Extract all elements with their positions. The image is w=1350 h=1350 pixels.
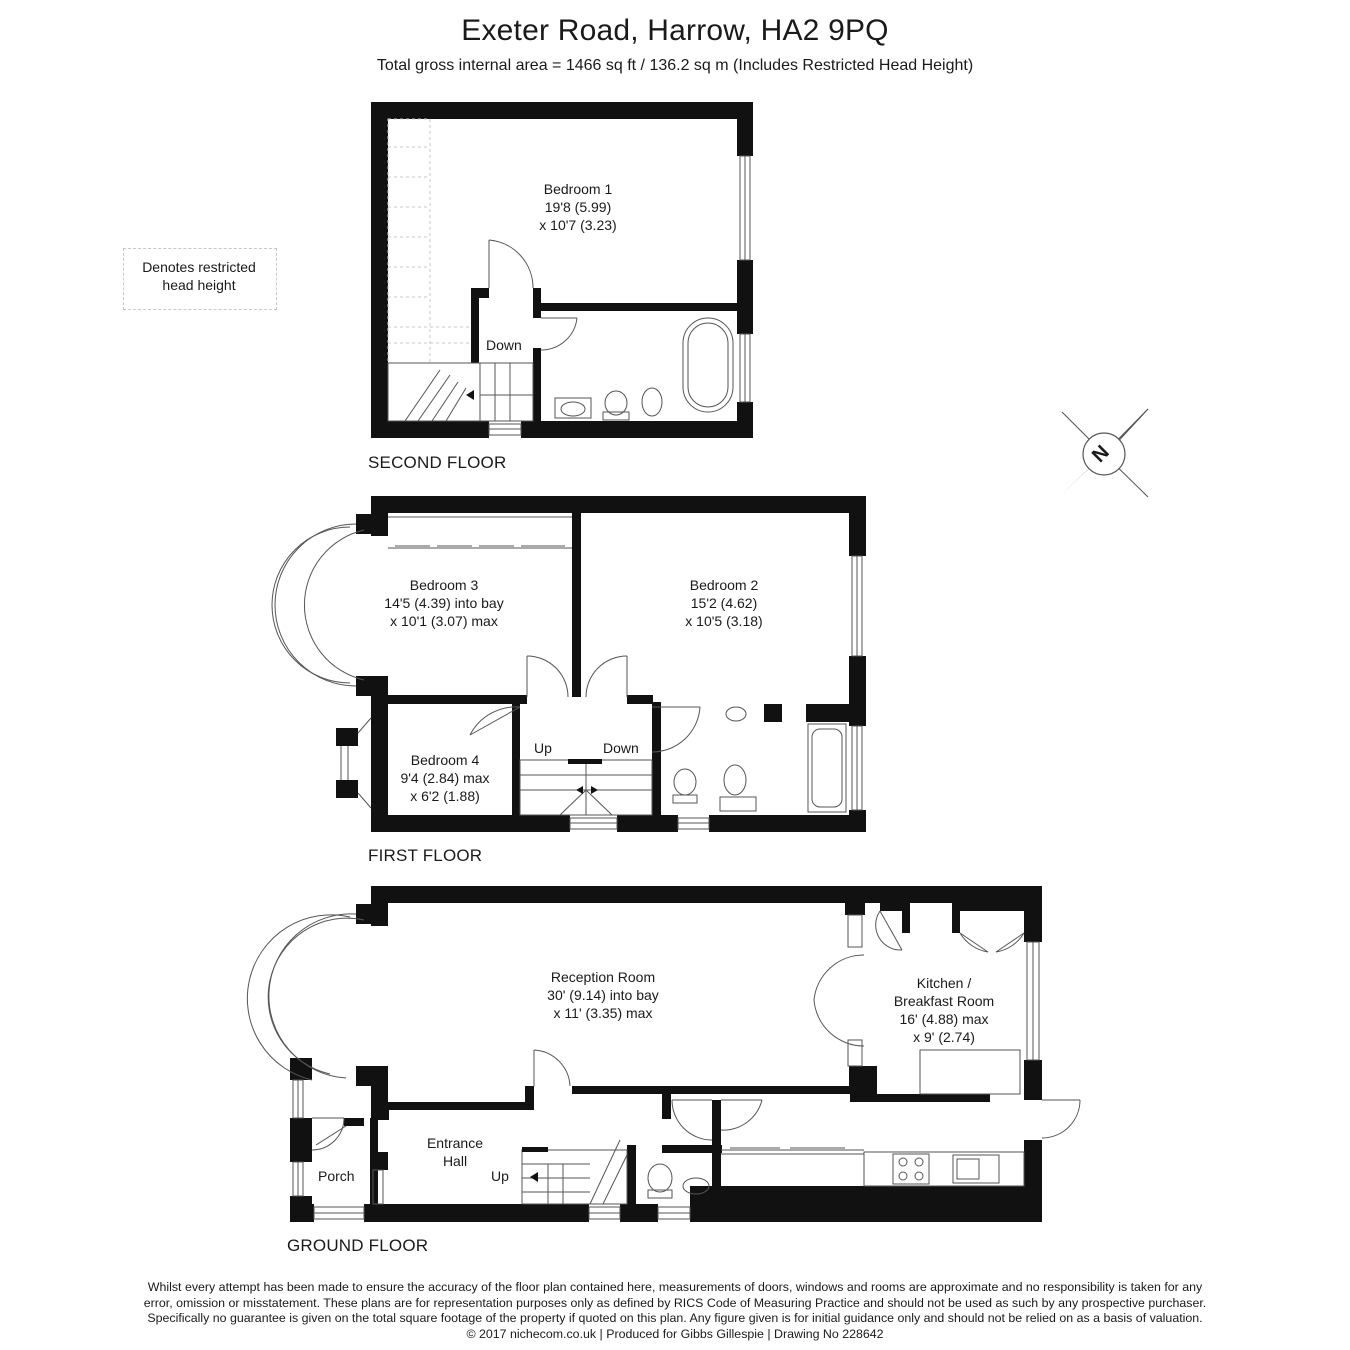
room-dimension: x 6'2 (1.88) <box>410 788 480 804</box>
area-subtitle: Total gross internal area = 1466 sq ft /… <box>376 57 974 74</box>
room-dimension: 15'2 (4.62) <box>690 595 758 611</box>
room-bedroom-4: Bedroom 4 9'4 (2.84) max x 6'2 (1.88) <box>380 751 510 805</box>
floor-label-second: SECOND FLOOR <box>368 453 507 472</box>
floor-label-first: FIRST FLOOR <box>368 846 483 865</box>
page-title: Exeter Road, Harrow, HA2 9PQ <box>461 14 889 47</box>
room-bedroom-2: Bedroom 2 15'2 (4.62) x 10'5 (3.18) <box>649 576 799 630</box>
restricted-height-legend: Denotes restricted head height <box>123 258 275 294</box>
north-compass-icon <box>1060 408 1149 498</box>
ground-floor-plan <box>290 886 1042 1222</box>
legend-line-2: head height <box>162 277 236 293</box>
room-name: Bedroom 4 <box>410 752 480 768</box>
second-floor-stair-arrow <box>466 390 474 400</box>
disclaimer-line: error, omission or misstatement. These p… <box>143 1295 1207 1310</box>
room-bedroom-3: Bedroom 3 14'5 (4.39) into bay x 10'1 (3… <box>364 576 524 630</box>
room-name: Bedroom 1 <box>543 181 613 197</box>
room-dimension: x 11' (3.35) max <box>553 1005 653 1021</box>
room-dimension: 14'5 (4.39) into bay <box>384 595 504 611</box>
first-floor-stair-bar <box>568 759 602 794</box>
room-entrance-hall: Entrance Hall <box>415 1134 495 1170</box>
room-dimension: x 9' (2.74) <box>913 1029 975 1045</box>
room-porch: Porch <box>318 1168 355 1184</box>
room-name: Breakfast Room <box>893 993 995 1009</box>
restricted-height-legend-box <box>123 248 277 310</box>
room-dimension: x 10'5 (3.18) <box>685 613 763 629</box>
room-name: Reception Room <box>550 969 656 985</box>
copyright-line: © 2017 nichecom.co.uk | Produced for Gib… <box>466 1326 884 1341</box>
stair-up-label: Up <box>534 740 552 756</box>
room-dimension: x 10'7 (3.23) <box>539 217 617 233</box>
room-dimension: 16' (4.88) max <box>899 1011 989 1027</box>
room-name: Kitchen / <box>916 975 972 991</box>
stair-up-label: Up <box>491 1168 509 1184</box>
disclaimer-line: Specifically no guarantee is given on th… <box>147 1311 1203 1325</box>
stair-down-label: Down <box>603 740 639 756</box>
stair-down-label: Down <box>486 337 522 353</box>
floor-label-ground: GROUND FLOOR <box>287 1236 429 1255</box>
first-floor-plan <box>336 496 866 832</box>
room-name: Bedroom 3 <box>409 577 479 593</box>
room-name: Hall <box>442 1153 468 1169</box>
ground-floor-stair-bar <box>522 1147 548 1182</box>
room-name: Entrance <box>426 1135 484 1151</box>
second-floor-plan <box>371 102 753 438</box>
room-reception: Reception Room 30' (9.14) into bay x 11'… <box>513 968 693 1022</box>
disclaimer-line: Whilst every attempt has been made to en… <box>147 1280 1203 1294</box>
legend-line-1: Denotes restricted <box>142 259 256 275</box>
room-dimension: 19'8 (5.99) <box>544 199 612 215</box>
second-floor-details <box>387 118 751 436</box>
first-floor-details <box>271 516 863 830</box>
room-dimension: 9'4 (2.84) max <box>400 770 490 786</box>
disclaimer: Whilst every attempt has been made to en… <box>0 1280 1350 1342</box>
room-dimension: 30' (9.14) into bay <box>547 987 659 1003</box>
room-kitchen: Kitchen / Breakfast Room 16' (4.88) max … <box>874 974 1014 1046</box>
room-name: Bedroom 2 <box>689 577 759 593</box>
room-dimension: x 10'1 (3.07) max <box>390 613 498 629</box>
room-bedroom-1: Bedroom 1 19'8 (5.99) x 10'7 (3.23) <box>503 180 653 234</box>
ground-floor-details <box>246 910 1081 1220</box>
